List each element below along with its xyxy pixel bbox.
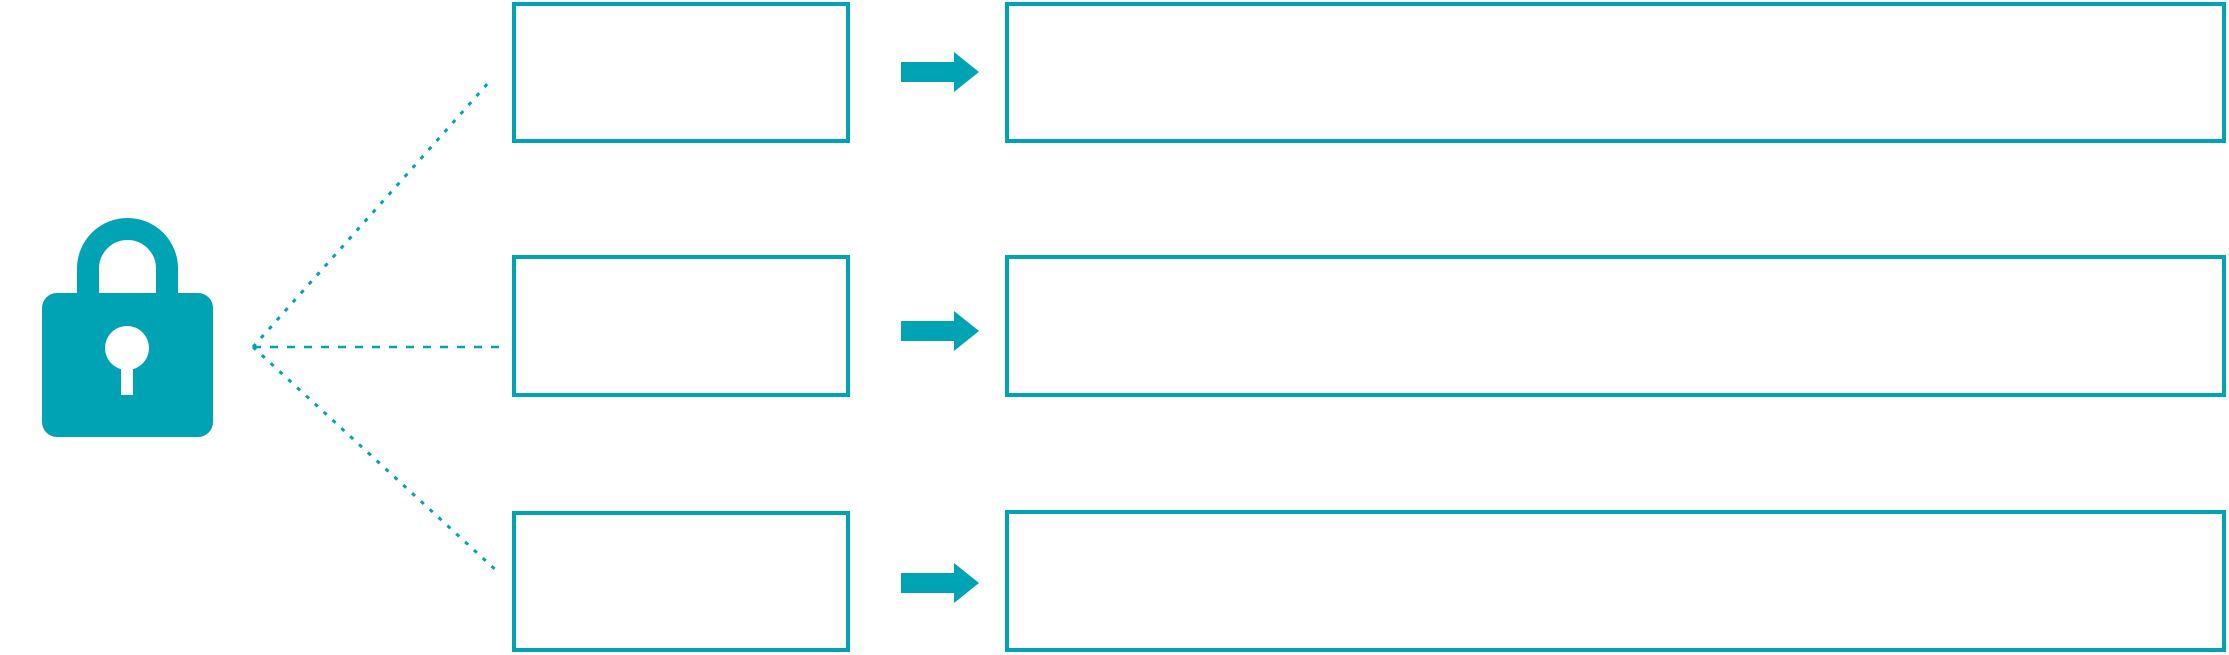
term-box-1-label <box>516 6 846 22</box>
lock-keyhole-stem <box>121 348 133 395</box>
right-arrow-shape <box>901 311 979 351</box>
detail-box-1 <box>1005 2 2226 143</box>
right-arrow-icon <box>901 52 979 92</box>
detail-box-2-label <box>1009 259 2222 275</box>
right-arrow-shape <box>901 52 979 92</box>
term-box-2 <box>512 255 850 397</box>
lock-icon <box>42 218 213 437</box>
detail-box-1-label <box>1009 6 2222 22</box>
right-arrow-shape <box>901 563 979 603</box>
detail-box-3 <box>1005 510 2226 652</box>
term-box-2-label <box>516 259 846 275</box>
term-box-3 <box>512 511 850 652</box>
term-box-1 <box>512 2 850 143</box>
right-arrow-icon <box>901 563 979 603</box>
connector-line-bottom <box>251 345 501 575</box>
term-box-3-label <box>516 515 846 531</box>
detail-box-2 <box>1005 255 2226 397</box>
right-arrow-icon <box>901 311 979 351</box>
lock-shackle <box>77 218 178 327</box>
connector-line-top <box>251 80 492 348</box>
detail-box-3-label <box>1009 514 2222 530</box>
